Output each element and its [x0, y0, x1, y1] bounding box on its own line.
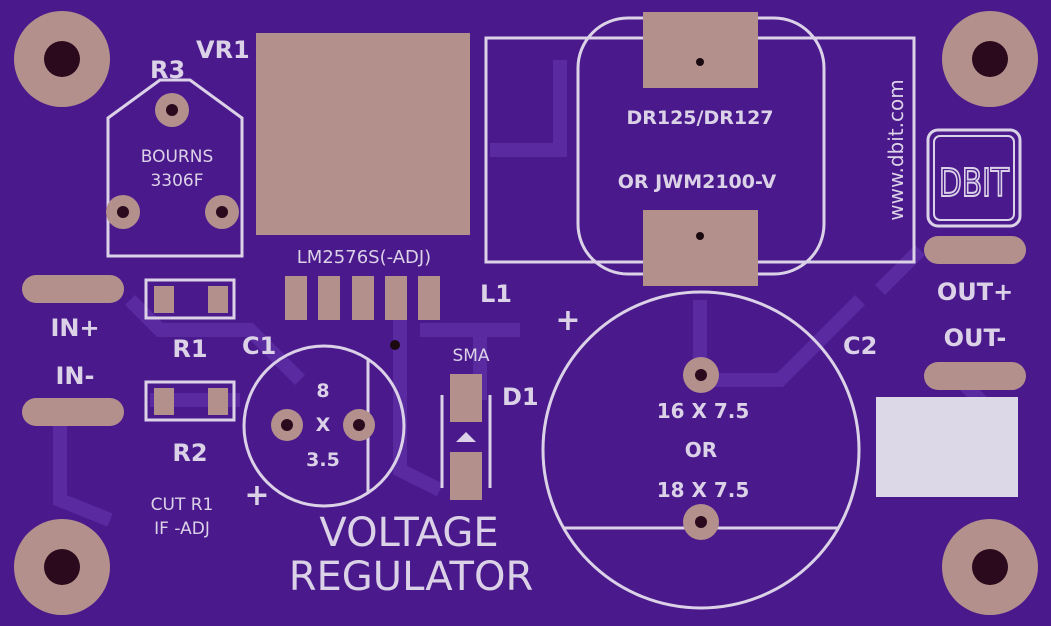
- in-plus-label: IN+: [50, 314, 99, 342]
- website-label: www.dbit.com: [884, 79, 908, 220]
- c1-size-b: 3.5: [306, 449, 340, 471]
- r3-potentiometer: BOURNS 3306F R3: [106, 56, 244, 258]
- d1-pad-2: [450, 452, 482, 500]
- l1-pad-top: [643, 12, 758, 88]
- bourns-label: BOURNS: [141, 147, 214, 167]
- r2-pad-2: [208, 388, 228, 415]
- title-regulator: REGULATOR: [289, 554, 534, 600]
- r1-resistor: R1: [144, 278, 236, 363]
- c1-label: C1: [242, 332, 276, 360]
- bourns-model-label: 3306F: [150, 171, 203, 191]
- inductor-part-label-1: DR125/DR127: [626, 107, 773, 129]
- out-plus-pad: [924, 236, 1026, 264]
- r2-resistor: R2: [144, 380, 236, 467]
- vr1-tab-pad: [256, 33, 470, 235]
- d1-diode: SMA D1: [440, 346, 539, 500]
- in-minus-pad: [22, 398, 124, 426]
- vr1-regulator: VR1 LM2576S(-ADJ): [196, 33, 470, 350]
- r3-outline: [106, 78, 244, 258]
- d1-pad-1: [450, 374, 482, 422]
- c2-outline: [541, 290, 861, 610]
- r2-pad-1: [154, 388, 174, 415]
- c1-polarity-plus: +: [244, 478, 269, 513]
- d1-cathode-mark: [456, 432, 476, 442]
- c2-or: OR: [685, 438, 717, 462]
- c1-outline: [242, 344, 406, 508]
- cut-r1-note: CUT R1: [151, 495, 214, 515]
- c1-size-x: X: [316, 414, 331, 436]
- output-terminals: OUT+ OUT-: [876, 236, 1026, 497]
- c2-label: C2: [843, 332, 877, 360]
- dbit-logo: DBIT: [926, 128, 1022, 228]
- r2-label: R2: [172, 439, 207, 467]
- c2-size-2: 18 X 7.5: [657, 478, 750, 502]
- vr1-pin-2: [318, 276, 340, 320]
- c2-size-1: 16 X 7.5: [657, 399, 750, 423]
- sma-label: SMA: [452, 346, 489, 366]
- l1-label: L1: [480, 280, 512, 308]
- if-adj-note: IF -ADJ: [154, 519, 210, 539]
- input-terminals: IN+ IN-: [22, 275, 124, 426]
- out-plus-label: OUT+: [937, 278, 1013, 306]
- l1-inductor: DR125/DR127 OR JWM2100-V L1: [480, 12, 916, 308]
- c2-polarity-plus: +: [555, 303, 580, 338]
- c1-size-a: 8: [316, 380, 329, 402]
- r1-pad-2: [208, 286, 228, 313]
- in-plus-pad: [22, 275, 124, 303]
- vr1-label: VR1: [196, 36, 250, 64]
- r1-pad-1: [154, 286, 174, 313]
- l1-pad-bottom: [643, 210, 758, 286]
- dbit-logo-text: DBIT: [939, 161, 1010, 205]
- white-marking-box: [876, 397, 1018, 497]
- out-minus-label: OUT-: [944, 324, 1007, 352]
- d1-label: D1: [502, 383, 539, 411]
- r3-label: R3: [150, 56, 185, 84]
- out-minus-pad: [924, 362, 1026, 390]
- vr1-pin-5: [418, 276, 440, 320]
- r1-label: R1: [172, 335, 207, 363]
- mounting-holes: [14, 11, 1038, 615]
- title-voltage: VOLTAGE: [319, 510, 498, 556]
- in-minus-label: IN-: [56, 362, 95, 390]
- c1-capacitor: C1 8 X 3.5 +: [242, 332, 406, 513]
- lm-part-label: LM2576S(-ADJ): [297, 247, 431, 268]
- inductor-part-label-2: OR JWM2100-V: [618, 171, 777, 193]
- via: [390, 340, 400, 350]
- c2-capacitor: + C2 16 X 7.5 OR 18 X 7.5: [541, 290, 877, 610]
- vr1-pin-3: [352, 276, 374, 320]
- vr1-pin-4: [385, 276, 407, 320]
- vr1-pin-1: [285, 276, 307, 320]
